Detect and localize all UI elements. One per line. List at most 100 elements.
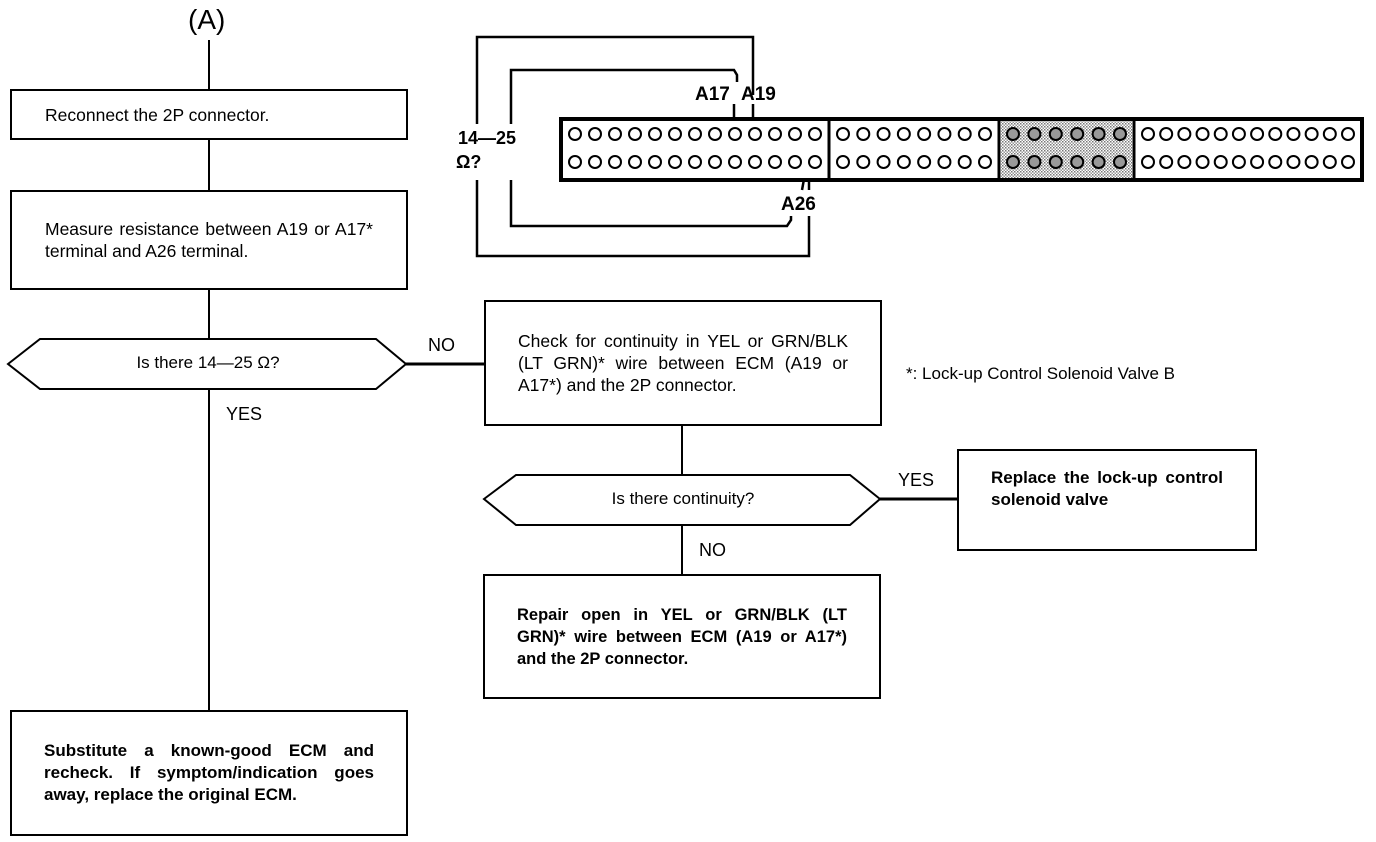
- connector-pin: [668, 155, 682, 169]
- connector-pin: [1250, 127, 1265, 141]
- connector-pin: [1341, 127, 1355, 141]
- step-substitute-ecm: Substitute a known-good ECM and recheck.…: [10, 710, 408, 836]
- connector-pin: [728, 155, 742, 169]
- meter-wire-inner-bottom: [509, 180, 793, 228]
- connector-pin: [708, 155, 722, 169]
- connector-pin: [1322, 127, 1337, 141]
- connector-pin: [688, 155, 702, 169]
- connector-pin: [1027, 127, 1042, 141]
- step-repair-open: Repair open in YEL or GRN/BLK (LT GRN)* …: [483, 574, 881, 699]
- footnote: *: Lock-up Control Solenoid Valve B: [906, 364, 1176, 383]
- connector-pin: [1006, 155, 1020, 169]
- connector-pin: [788, 155, 802, 169]
- terminal-label-a17: A17: [695, 84, 730, 105]
- connector-pin: [836, 127, 850, 141]
- step-reconnect-text: Reconnect the 2P connector.: [45, 104, 270, 125]
- connector-pin: [568, 127, 582, 141]
- meter-reading: 14—25: [458, 128, 517, 149]
- connector-pin: [957, 127, 972, 141]
- ecm-connector: [559, 117, 1364, 182]
- connector-pin: [1341, 155, 1355, 169]
- connector-pin: [668, 127, 682, 141]
- step-substitute-ecm-text: Substitute a known-good ECM and recheck.…: [44, 741, 374, 804]
- step-repair-open-text: Repair open in YEL or GRN/BLK (LT GRN)* …: [517, 605, 847, 668]
- connector-pin: [768, 127, 782, 141]
- connector-pin: [768, 155, 782, 169]
- connector-pin: [1268, 155, 1283, 169]
- connector-pin: [1268, 127, 1283, 141]
- connector-pin: [917, 155, 932, 169]
- meter-wire-outer: [475, 35, 755, 124]
- meter-wire-outer-bottom: [475, 180, 811, 258]
- step-reconnect: Reconnect the 2P connector.: [10, 89, 408, 140]
- connector-pin: [1231, 155, 1246, 169]
- label-resistance-no: NO: [428, 335, 455, 355]
- connector-pin: [628, 155, 642, 169]
- step-replace-valve: Replace the lock-up control solenoid val…: [957, 449, 1257, 551]
- connector-pin: [1027, 155, 1042, 169]
- connector-pin: [1177, 155, 1192, 169]
- step-measure-text: Measure resistance between A19 or A17* t…: [45, 219, 373, 261]
- connector-pin: [896, 127, 911, 141]
- connector-pin: [748, 127, 762, 141]
- connector-pin: [876, 155, 891, 169]
- connector-pin: [1159, 155, 1174, 169]
- connector-pin: [1195, 127, 1210, 141]
- connector-pin: [1213, 155, 1228, 169]
- connector-pin: [1159, 127, 1174, 141]
- connector-pin: [1304, 155, 1319, 169]
- meter-unit: Ω?: [456, 152, 482, 173]
- connector-pin: [1304, 127, 1319, 141]
- connector-pin: [1113, 127, 1127, 141]
- connector-pin: [1141, 155, 1155, 169]
- connector-pin: [856, 127, 871, 141]
- connector-pin: [628, 127, 642, 141]
- label-continuity-no: NO: [699, 540, 726, 560]
- connector-section-shaded: [1001, 121, 1132, 178]
- step-check-continuity-text: Check for continuity in YEL or GRN/BLK (…: [518, 331, 848, 395]
- connector-pin: [808, 127, 822, 141]
- connector-pin: [1070, 155, 1085, 169]
- connector-pin: [1213, 127, 1228, 141]
- connector-pin: [937, 155, 952, 169]
- connector-pin: [688, 127, 702, 141]
- connector-pin: [1091, 127, 1106, 141]
- decision-resistance-text: Is there 14—25 Ω?: [136, 353, 280, 372]
- connector-pin: [1286, 127, 1301, 141]
- step-check-continuity: Check for continuity in YEL or GRN/BLK (…: [484, 300, 882, 426]
- connector-pin: [856, 155, 871, 169]
- connector-pin: [1113, 155, 1127, 169]
- entry-marker: (A): [188, 4, 226, 35]
- connector-pin: [1286, 155, 1301, 169]
- connector-pin: [1195, 155, 1210, 169]
- connector-pin: [1070, 127, 1085, 141]
- connector-pin: [876, 127, 891, 141]
- connector-pin: [1006, 127, 1020, 141]
- connector-pin: [978, 155, 992, 169]
- label-resistance-yes: YES: [226, 404, 263, 424]
- connector-pin: [648, 155, 662, 169]
- meter-wire-inner: [509, 68, 739, 124]
- terminal-label-a19: A19: [741, 84, 776, 105]
- connector-pin: [568, 155, 582, 169]
- connector-pin: [608, 127, 622, 141]
- connector-pin: [588, 155, 602, 169]
- connector-pin: [1048, 127, 1063, 141]
- connector-pin: [1322, 155, 1337, 169]
- connector-pin: [1231, 127, 1246, 141]
- connector-pin: [1091, 155, 1106, 169]
- step-replace-valve-text: Replace the lock-up control solenoid val…: [991, 468, 1223, 509]
- connector-pin: [917, 127, 932, 141]
- decision-resistance-shape: [6, 338, 408, 390]
- connector-pin: [808, 155, 822, 169]
- step-measure: Measure resistance between A19 or A17* t…: [10, 190, 408, 290]
- decision-continuity-shape: [482, 474, 882, 526]
- connector-pin: [748, 155, 762, 169]
- connector-pin: [648, 127, 662, 141]
- connector-pin: [588, 127, 602, 141]
- connector-pin: [1250, 155, 1265, 169]
- terminal-label-a26: A26: [781, 194, 816, 215]
- connector-pin: [708, 127, 722, 141]
- decision-continuity-text: Is there continuity?: [611, 489, 755, 508]
